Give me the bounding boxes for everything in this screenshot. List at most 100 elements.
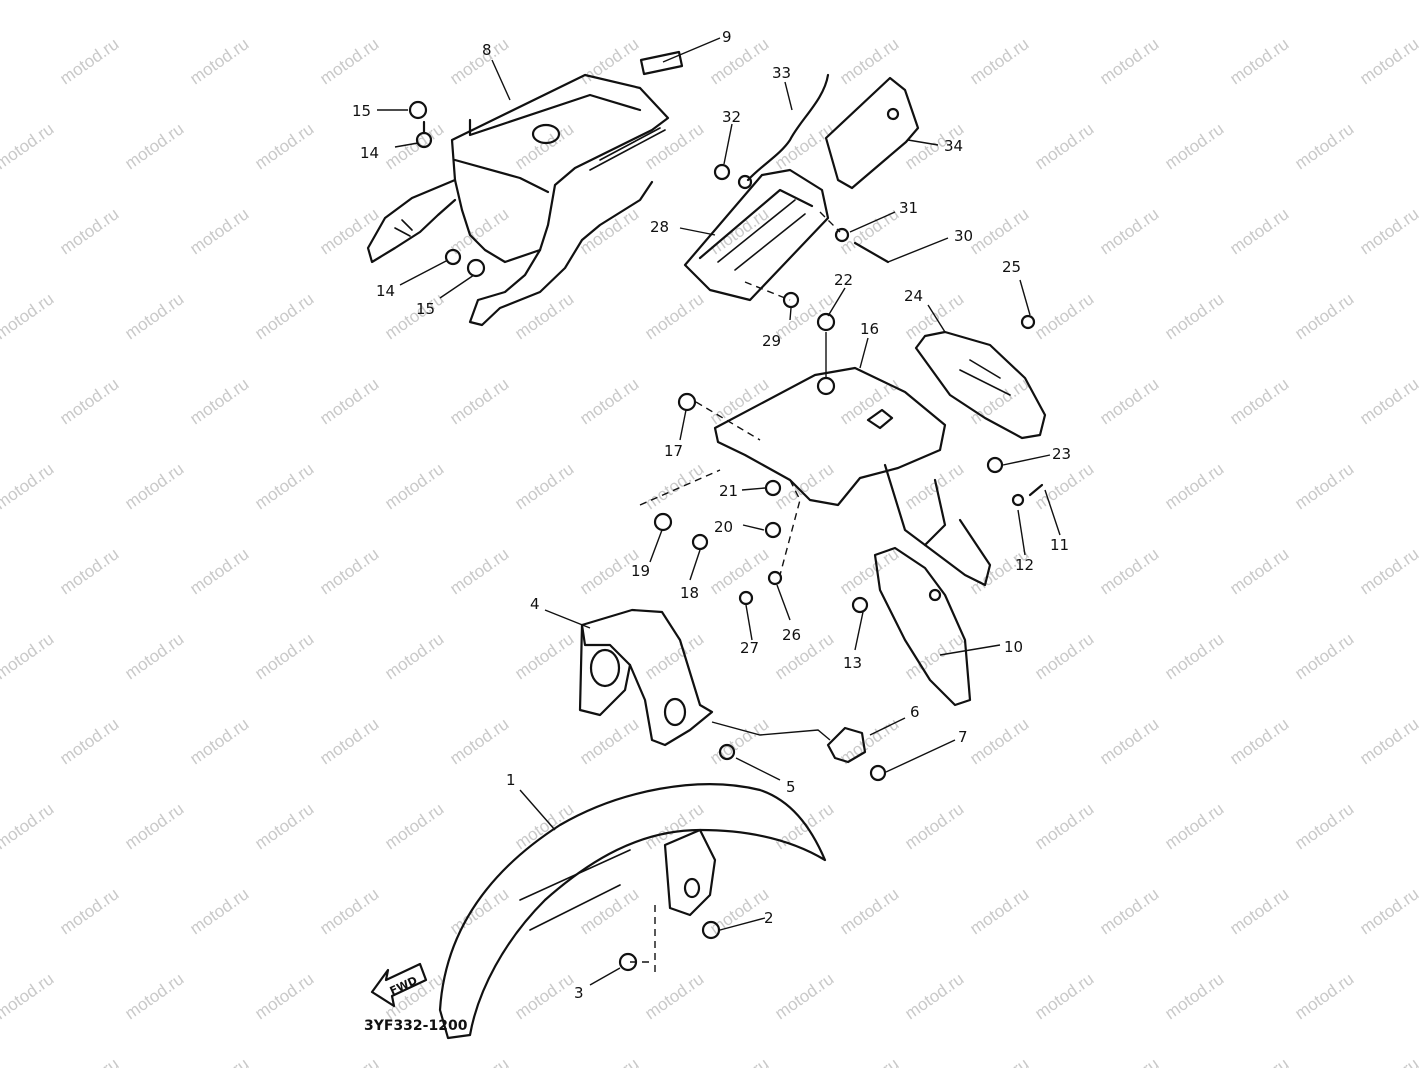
callout-14-upper: 14 [360, 144, 379, 162]
fasteners-cowl [408, 100, 486, 278]
callout-27: 27 [740, 639, 759, 657]
callout-32: 32 [722, 108, 741, 126]
watermark-text: motod.ru [1356, 1054, 1422, 1068]
fasteners-bracket [639, 392, 1044, 606]
watermark-text: motod.ru [251, 459, 317, 513]
watermark-text: motod.ru [771, 969, 837, 1023]
callout-21: 21 [719, 482, 738, 500]
callout-20: 20 [714, 518, 733, 536]
watermark-text: motod.ru [706, 204, 772, 258]
watermark-text: motod.ru [251, 289, 317, 343]
watermark-text: motod.ru [1096, 884, 1162, 938]
part-mud-flap-10 [851, 546, 972, 707]
watermark-text: motod.ru [316, 34, 382, 88]
watermark-text: motod.ru [901, 969, 967, 1023]
watermark-text: motod.ru [641, 0, 707, 3]
callout-22: 22 [834, 271, 853, 289]
callout-34: 34 [944, 137, 963, 155]
callout-13: 13 [843, 654, 862, 672]
watermark-text: motod.ru [511, 629, 577, 683]
watermark-text: motod.ru [446, 884, 512, 938]
watermark-text: motod.ru [966, 1054, 1032, 1068]
callout-30: 30 [954, 227, 973, 245]
watermark-text: motod.ru [771, 459, 837, 513]
watermark-text: motod.ru [966, 374, 1032, 428]
watermark-text: motod.ru [836, 1054, 902, 1068]
watermark-text: motod.ru [1226, 544, 1292, 598]
watermark-text: motod.ru [251, 629, 317, 683]
watermark-text: motod.ru [251, 119, 317, 173]
watermark-text: motod.ru [316, 714, 382, 768]
watermark-text: motod.ru [381, 799, 447, 853]
watermark-text: motod.ru [1096, 714, 1162, 768]
watermark-text: motod.ru [56, 1054, 122, 1068]
callout-16: 16 [860, 320, 879, 338]
watermark-text: motod.ru [1161, 289, 1227, 343]
watermark-text: motod.ru [1161, 0, 1227, 3]
callout-31: 31 [899, 199, 918, 217]
watermark-text: motod.ru [511, 969, 577, 1023]
callout-5: 5 [786, 778, 796, 796]
watermark-text: motod.ru [316, 544, 382, 598]
watermark-text: motod.ru [1356, 374, 1422, 428]
watermark-text: motod.ru [0, 629, 57, 683]
watermark-text: motod.ru [0, 289, 57, 343]
watermark-text: motod.ru [771, 289, 837, 343]
watermark-text: motod.ru [316, 1054, 382, 1068]
part-clamp-6 [711, 721, 887, 782]
watermark-text: motod.ru [1226, 34, 1292, 88]
watermark-text: motod.ru [446, 1054, 512, 1068]
watermark-text: motod.ru [186, 714, 252, 768]
watermark-text: motod.ru [381, 459, 447, 513]
watermark-text: motod.ru [771, 0, 837, 3]
part-cable-33 [713, 73, 830, 190]
part-emblem-label [639, 50, 684, 76]
watermark-text: motod.ru [1291, 969, 1357, 1023]
watermark-text: motod.ru [121, 799, 187, 853]
callout-33: 33 [772, 64, 791, 82]
watermark-text: motod.ru [121, 459, 187, 513]
watermark-text: motod.ru [576, 1054, 642, 1068]
watermark-text: motod.ru [0, 0, 57, 3]
callout-25: 25 [1002, 258, 1021, 276]
watermark-text: motod.ru [576, 204, 642, 258]
watermark-text: motod.ru [1031, 629, 1097, 683]
watermark-text: motod.ru [121, 119, 187, 173]
watermark-text: motod.ru [0, 119, 57, 173]
watermark-text: motod.ru [1356, 714, 1422, 768]
watermark-text: motod.ru [381, 0, 447, 3]
watermark-text: motod.ru [641, 119, 707, 173]
watermark-text: motod.ru [511, 0, 577, 3]
watermark-text: motod.ru [1226, 1054, 1292, 1068]
watermark-text: motod.ru [446, 714, 512, 768]
callout-29: 29 [762, 332, 781, 350]
callout-23: 23 [1052, 445, 1071, 463]
part-tail-cover-24 [914, 314, 1047, 440]
callout-18: 18 [680, 584, 699, 602]
diagram-code: 3YF332-1200 [364, 1018, 468, 1034]
watermark-text: motod.ru [641, 799, 707, 853]
watermark-text: motod.ru [0, 459, 57, 513]
watermark-text: motod.ru [1356, 204, 1422, 258]
watermark-text: motod.ru [56, 374, 122, 428]
watermark-text: motod.ru [706, 1054, 772, 1068]
watermark-text: motod.ru [1096, 204, 1162, 258]
part-front-bracket-4 [578, 608, 736, 761]
watermark-text: motod.ru [121, 969, 187, 1023]
callout-7: 7 [958, 728, 968, 746]
watermark-text: motod.ru [121, 289, 187, 343]
watermark-text: motod.ru [836, 884, 902, 938]
callout-15-lower: 15 [416, 300, 435, 318]
watermark-text: motod.ru [56, 204, 122, 258]
watermark-text: motod.ru [966, 204, 1032, 258]
watermark-text: motod.ru [576, 714, 642, 768]
watermark-text: motod.ru [1031, 289, 1097, 343]
callout-14-lower: 14 [376, 282, 395, 300]
watermark-text: motod.ru [706, 544, 772, 598]
watermark-text: motod.ru [511, 289, 577, 343]
watermark-text: motod.ru [56, 34, 122, 88]
watermark-text: motod.ru [0, 799, 57, 853]
watermark-text: motod.ru [576, 374, 642, 428]
callout-2: 2 [764, 909, 774, 927]
watermark-text: motod.ru [706, 374, 772, 428]
